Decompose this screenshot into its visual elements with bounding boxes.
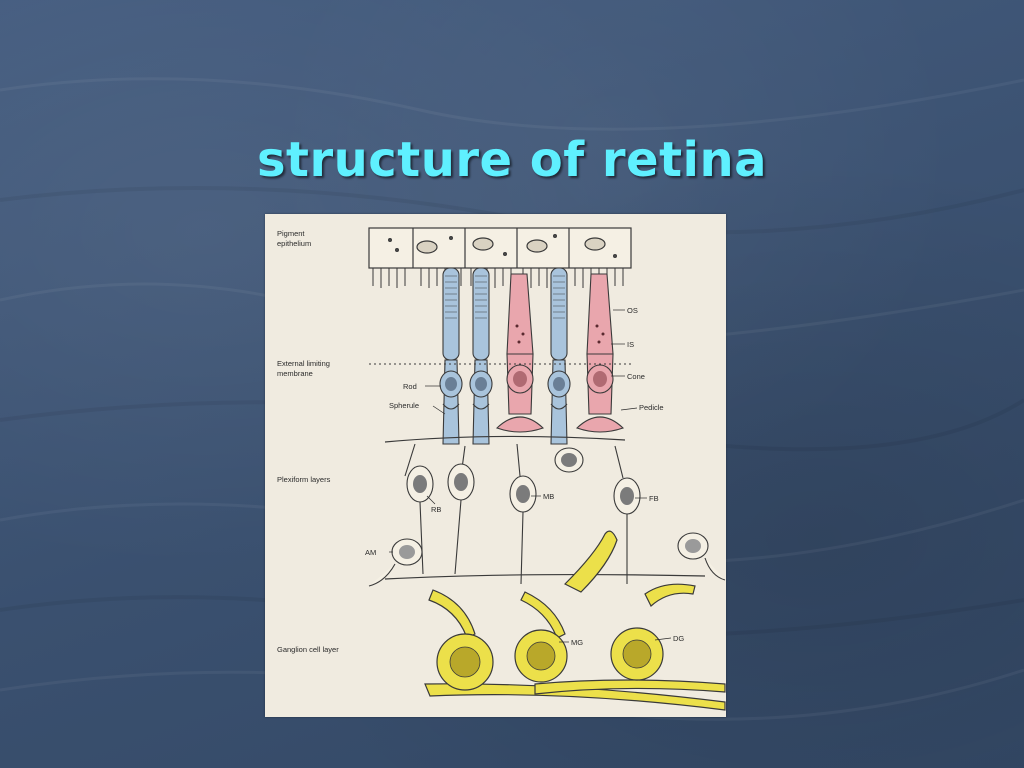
os-label: OS [627, 306, 638, 315]
inner-plexiform-line [384, 573, 706, 580]
cone-granules [515, 324, 605, 344]
cone-nuclei [513, 371, 607, 387]
cell-labels: OS IS Cone Pedicle Rod Spherule RB MB FB… [365, 306, 684, 647]
rod-label: Rod [403, 382, 417, 391]
am-label: AM [365, 548, 376, 557]
rb-label: RB [431, 505, 441, 514]
retina-diagram: Pigment epithelium External limiting mem… [265, 214, 726, 717]
cone-cells [495, 273, 625, 433]
ganglion-layer-label: Ganglion cell layer [277, 645, 339, 654]
pigment-label-2: epithelium [277, 239, 311, 248]
outer-plexiform-line [384, 435, 626, 443]
pigment-label-1: Pigment [277, 229, 305, 238]
leader-lines [389, 309, 672, 643]
dg-label: DG [673, 634, 684, 643]
ganglion-cells [424, 530, 726, 711]
mg-label: MG [571, 638, 583, 647]
slide-title: structure of retina [256, 132, 768, 188]
microvilli [372, 268, 624, 288]
ganglion-nuclei [449, 639, 652, 678]
bipolar-nuclei [413, 453, 634, 505]
is-label: IS [627, 340, 634, 349]
rod-striations [445, 275, 565, 319]
fb-label: FB [649, 494, 659, 503]
elm-label-1: External limiting [277, 359, 330, 368]
mb-label: MB [543, 492, 554, 501]
bipolar-cells [404, 443, 641, 585]
retina-diagram-svg: Pigment epithelium External limiting mem… [277, 227, 726, 711]
layer-labels: Pigment epithelium External limiting mem… [277, 229, 339, 654]
elm-label-2: membrane [277, 369, 313, 378]
rod-nuclei [445, 377, 565, 391]
pedicle-label: Pedicle [639, 403, 664, 412]
rod-cells [439, 267, 571, 445]
pigment-epithelium [368, 227, 632, 269]
cone-label: Cone [627, 372, 645, 381]
plexiform-label: Plexiform layers [277, 475, 331, 484]
spherule-label: Spherule [389, 401, 419, 410]
